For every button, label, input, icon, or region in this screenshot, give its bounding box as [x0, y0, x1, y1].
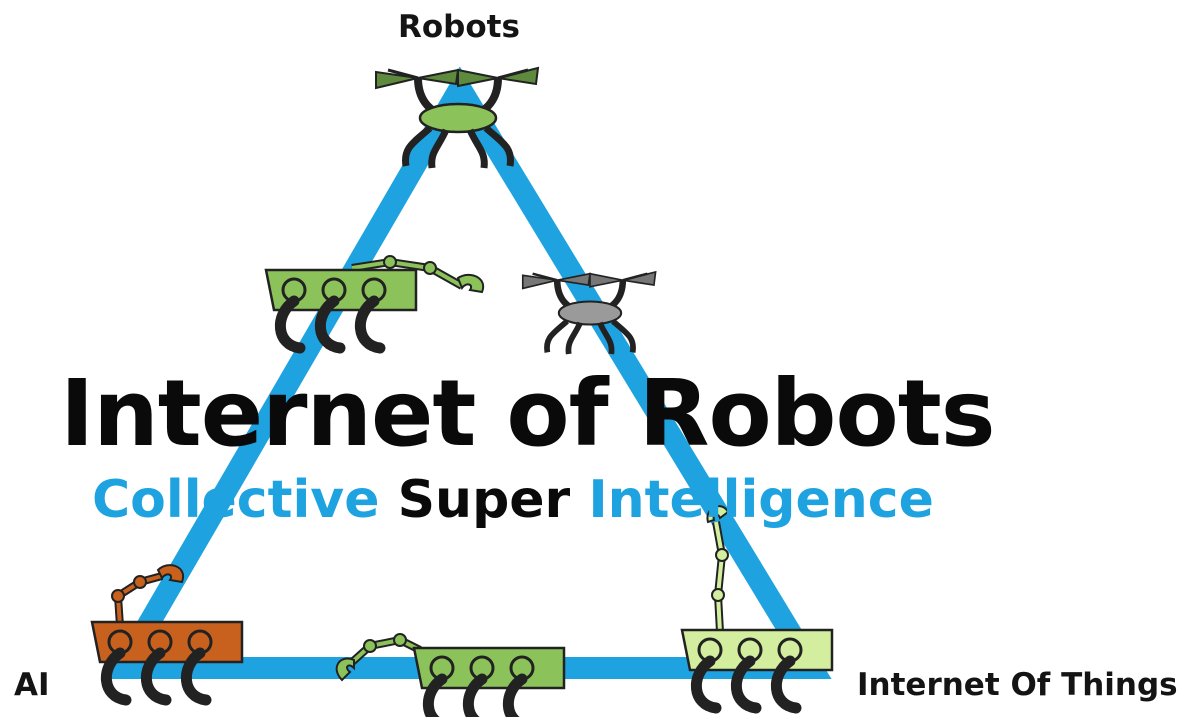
tank-robot-green-icon [266, 255, 485, 348]
subtitle-word-super: Super [397, 470, 571, 530]
subtitle: Collective Super Intelligence [92, 474, 934, 526]
main-title: Internet of Robots [60, 360, 995, 467]
subtitle-word-collective: Collective [92, 470, 380, 530]
label-ai: AI [14, 667, 50, 703]
label-iot: Internet Of Things [857, 667, 1178, 703]
drone-grey-icon [521, 272, 657, 354]
label-robots: Robots [398, 9, 520, 45]
tank-robot-bottom-icon [335, 633, 564, 717]
tank-robot-orange-icon [92, 564, 242, 700]
tank-robot-lightgreen-icon [682, 505, 832, 708]
subtitle-word-intelligence: Intelligence [588, 470, 934, 530]
drone-green-icon [375, 68, 540, 168]
